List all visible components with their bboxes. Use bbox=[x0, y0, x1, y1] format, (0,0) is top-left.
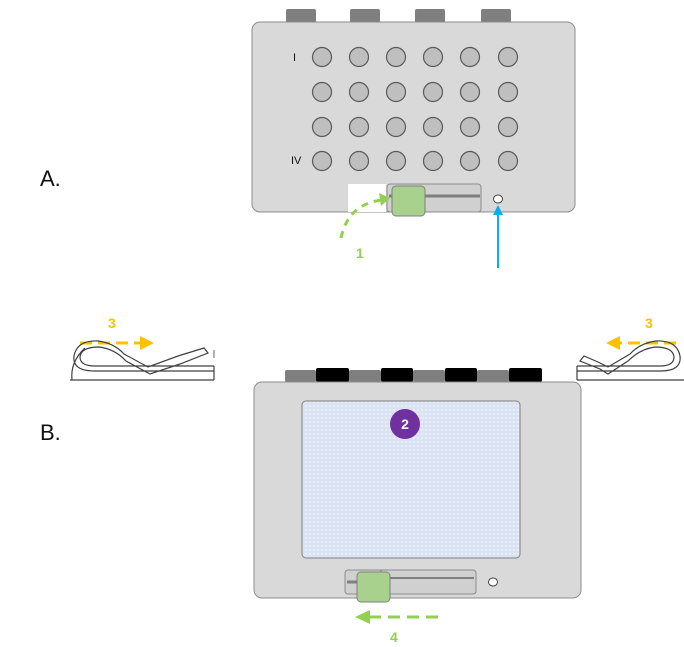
well bbox=[348, 116, 370, 138]
step-2-label: 2 bbox=[401, 416, 409, 432]
well bbox=[459, 116, 481, 138]
slider-track-cover bbox=[379, 569, 477, 595]
connector-tab bbox=[509, 368, 542, 382]
step-4-label: 4 bbox=[390, 629, 398, 645]
connector-strip bbox=[285, 368, 542, 382]
top-tab bbox=[415, 9, 445, 23]
arrow-step-4 bbox=[355, 610, 438, 624]
well bbox=[311, 81, 333, 103]
well bbox=[497, 150, 519, 172]
well bbox=[311, 116, 333, 138]
connector-tab bbox=[316, 368, 349, 382]
hairpin-clip-icon bbox=[576, 340, 684, 381]
slider-b[interactable] bbox=[344, 569, 477, 603]
slider-cutout bbox=[348, 184, 386, 212]
row-label-first: I bbox=[293, 52, 296, 64]
well bbox=[311, 46, 333, 68]
well bbox=[459, 81, 481, 103]
well bbox=[422, 81, 444, 103]
well bbox=[497, 46, 519, 68]
well bbox=[348, 81, 370, 103]
slider-a[interactable] bbox=[386, 183, 482, 217]
connector-tab bbox=[381, 368, 413, 382]
well bbox=[422, 150, 444, 172]
top-tab bbox=[350, 9, 380, 23]
vent-hole-a bbox=[493, 194, 503, 204]
connector-tab bbox=[477, 370, 509, 382]
connector-tab bbox=[349, 370, 381, 382]
well bbox=[385, 46, 407, 68]
connector-tab bbox=[285, 370, 316, 382]
step-3-left-label: 3 bbox=[108, 315, 116, 331]
slider-handle-a bbox=[391, 185, 426, 217]
panel-b-label: B. bbox=[40, 420, 61, 445]
row-label-last: IV bbox=[291, 155, 302, 167]
well bbox=[459, 150, 481, 172]
well bbox=[385, 116, 407, 138]
connector-tab bbox=[445, 368, 477, 382]
well bbox=[348, 46, 370, 68]
step-3-right-label: 3 bbox=[645, 315, 653, 331]
top-tab bbox=[286, 9, 316, 23]
well bbox=[459, 46, 481, 68]
well bbox=[422, 46, 444, 68]
well bbox=[385, 150, 407, 172]
well-grid bbox=[311, 46, 519, 172]
panel-a-label: A. bbox=[40, 166, 61, 191]
step-2-badge bbox=[390, 409, 420, 439]
membrane-area bbox=[301, 400, 521, 559]
top-tabs-a bbox=[286, 9, 511, 23]
vent-hole-b bbox=[488, 577, 498, 587]
arrow-step-3-left bbox=[80, 336, 154, 350]
step-1-label: 1 bbox=[356, 245, 364, 261]
connector-tab bbox=[413, 370, 445, 382]
arrow-blue bbox=[493, 205, 503, 268]
top-tab bbox=[481, 9, 511, 23]
slider-handle-b bbox=[356, 571, 391, 603]
arrow-step-1 bbox=[339, 193, 390, 239]
hairpin-clip-icon bbox=[70, 340, 215, 381]
well bbox=[497, 81, 519, 103]
well bbox=[422, 116, 444, 138]
well bbox=[348, 150, 370, 172]
well bbox=[497, 116, 519, 138]
well bbox=[385, 81, 407, 103]
well bbox=[311, 150, 333, 172]
